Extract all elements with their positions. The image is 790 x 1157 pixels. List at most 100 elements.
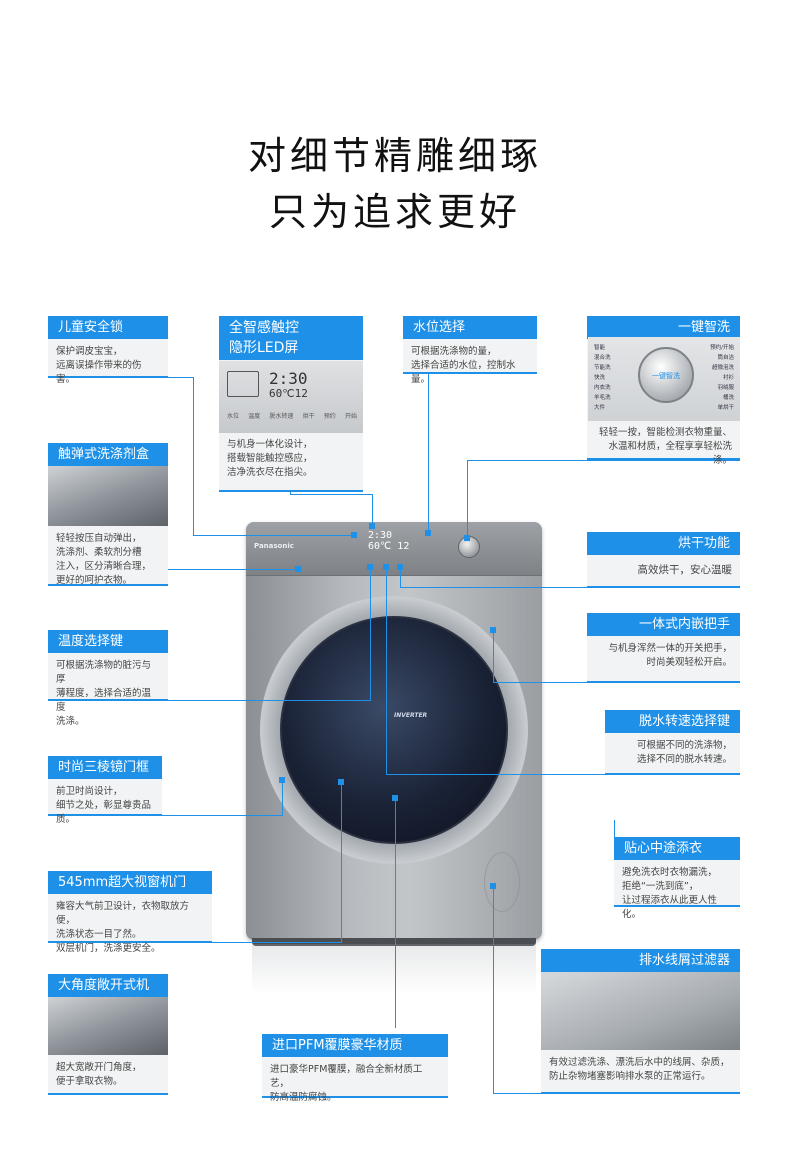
connector-line [400, 567, 401, 588]
connector-dot [369, 523, 375, 529]
connector-line [341, 782, 342, 943]
connector-line [48, 815, 283, 816]
callout-desc: 保护调皮宝宝， 远离误操作带来的伤害。 [56, 346, 142, 385]
led-button-label: 开始 [344, 413, 357, 420]
led-button-label: 烘干 [302, 413, 315, 420]
washer-base [252, 938, 536, 946]
connector-dot [351, 532, 357, 538]
connector-dot [279, 777, 285, 783]
led-button-label: 预约 [323, 413, 336, 420]
callout-title: 排水线屑过滤器 [541, 949, 740, 972]
callout-title: 触弹式洗涤剂盒 [48, 443, 168, 466]
callout-desc: 避免洗衣时衣物漏洗， 拒绝“一洗到底”， 让过程添衣从此更人性化。 [622, 867, 718, 920]
menu-item: 羽绒服 [717, 385, 734, 391]
menu-item: 混合洗 [594, 355, 611, 361]
callout-desc: 高效烘干，安心温暖 [637, 564, 733, 576]
connector-dot [383, 564, 389, 570]
menu-item: 内衣洗 [594, 385, 611, 391]
menu-item: 快洗 [594, 375, 606, 381]
callout-add-clothes: 贴心中途添衣 避免洗衣时衣物漏洗， 拒绝“一洗到底”， 让过程添衣从此更人性化。 [614, 837, 740, 920]
washing-machine-image: Panasonic 2:30 60℃ 12 INVERTER [246, 522, 542, 946]
dial-label: 一键智洗 [652, 372, 680, 380]
callout-pfm: 进口PFM覆膜豪华材质 进口豪华PFM覆膜，融合全新材质工艺， 防高温防腐蚀。 [262, 1034, 448, 1103]
brand-logo: Panasonic [254, 542, 294, 550]
connector-dot [464, 535, 470, 541]
callout-handle: 一体式内嵌把手 与机身浑然一体的开关把手， 时尚美观轻松开启。 [587, 613, 740, 683]
smart-wash-dial-icon: 一键智洗 [638, 347, 694, 403]
callout-title: 烘干功能 [587, 532, 740, 555]
connector-line [386, 567, 387, 775]
connector-line [290, 490, 291, 495]
connector-line [400, 587, 740, 588]
callout-desc: 有效过滤洗涤、漂洗后水中的线屑、杂质， 防止杂物堵塞影响排水泵的正常运行。 [549, 1057, 730, 1082]
callout-title: 温度选择键 [48, 630, 168, 653]
callout-door-frame: 时尚三棱镜门框 前卫时尚设计， 细节之处，彰显尊贵品质。 [48, 756, 162, 825]
connector-line [614, 820, 615, 850]
callout-title: 进口PFM覆膜豪华材质 [262, 1034, 448, 1057]
connector-line [493, 630, 494, 683]
washer-lcd-time: 2:30 [368, 530, 393, 541]
callout-desc: 雍容大气前卫设计，衣物取放方便， 洗涤状态一目了然。 双层机门，洗涤更安全。 [56, 901, 190, 954]
washer-lcd: 2:30 60℃ 12 [368, 530, 409, 552]
connector-dot [425, 530, 431, 536]
program-menu-image: 智能 混合洗 节能洗 快洗 内衣洗 羊毛洗 大件 一键智洗 预约/开始 筒自洁 … [588, 337, 740, 421]
inverter-logo: INVERTER [394, 712, 428, 719]
callout-title: 时尚三棱镜门框 [48, 756, 162, 779]
connector-line [193, 377, 194, 535]
connector-line [395, 798, 396, 1028]
callout-desc: 可根据洗涤物的量， 选择合适的水位，控制水量。 [411, 346, 516, 385]
callout-title: 大角度敞开式机门 [48, 974, 168, 1016]
menu-item: 桶洗 [722, 395, 734, 401]
callout-desc: 与机身一体化设计， 搭载智能触控感应， 洁净洗衣尽在指尖。 [227, 439, 313, 478]
callout-temperature: 温度选择键 可根据洗涤物的脏污与厚 薄程度，选择合适的温度 洗涤。 [48, 630, 168, 727]
connector-line [493, 886, 494, 1094]
menu-item: 筒自洁 [717, 355, 734, 361]
menu-right-list: 预约/开始 筒自洁 超微泡洗 衬衫 羽绒服 桶洗 单烘干 [710, 343, 734, 413]
connector-dot [397, 564, 403, 570]
status-icons [227, 371, 259, 397]
callout-title: 贴心中途添衣 [614, 837, 740, 860]
menu-item: 超微泡洗 [711, 365, 734, 371]
callout-drying: 烘干功能 高效烘干，安心温暖 [587, 532, 740, 588]
connector-line [467, 460, 468, 538]
filter-image [541, 972, 740, 1050]
menu-item: 大件 [594, 405, 606, 411]
led-button-row: 水位 温度 脱水转速 烘干 预约 开始 [227, 411, 357, 420]
connector-line [48, 700, 371, 701]
led-screen-image: 2:30 60℃12 水位 温度 脱水转速 烘干 预约 开始 [219, 361, 363, 433]
callout-filter: 排水线屑过滤器 有效过滤洗涤、漂洗后水中的线屑、杂质， 防止杂物堵塞影响排水泵的… [541, 949, 740, 1094]
control-panel: Panasonic 2:30 60℃ 12 [246, 522, 542, 576]
led-button-label: 温度 [248, 413, 261, 420]
callout-desc: 与机身浑然一体的开关把手， 时尚美观轻松开启。 [608, 643, 732, 668]
menu-item: 智能 [594, 345, 606, 351]
menu-item: 衬衫 [722, 375, 734, 381]
connector-line [386, 774, 740, 775]
callout-desc: 前卫时尚设计， 细节之处，彰显尊贵品质。 [56, 786, 152, 825]
callout-desc: 轻轻按压自动弹出， 洗涤剂、柔软剂分槽 注入，区分清晰合理， 更好的呵护衣物。 [56, 533, 152, 586]
connector-line [193, 535, 354, 536]
callout-child-lock: 儿童安全锁 保护调皮宝宝， 远离误操作带来的伤害。 [48, 316, 168, 385]
callout-desc: 可根据不同的洗涤物， 选择不同的脱水转速。 [636, 740, 732, 765]
callout-title: 一体式内嵌把手 [587, 613, 740, 636]
connector-dot [490, 627, 496, 633]
menu-item: 节能洗 [594, 365, 611, 371]
connector-dot [392, 795, 398, 801]
callout-title: 脱水转速选择键 [605, 710, 740, 733]
open-door-image [48, 997, 168, 1055]
callout-wide-door: 大角度敞开式机门 超大宽敞开门角度， 便于拿取衣物。 [48, 974, 168, 1095]
connector-dot [295, 566, 301, 572]
callout-spin-speed: 脱水转速选择键 可根据不同的洗涤物， 选择不同的脱水转速。 [605, 710, 740, 775]
callout-view-door: 545mm超大视窗机门 雍容大气前卫设计，衣物取放方便， 洗涤状态一目了然。 双… [48, 871, 212, 954]
connector-line [428, 373, 429, 533]
callout-detergent-box: 触弹式洗涤剂盒 轻轻按压自动弹出， 洗涤剂、柔软剂分槽 注入，区分清晰合理， 更… [48, 443, 168, 586]
washer-lcd-temp: 60℃ 12 [368, 541, 410, 552]
connector-line [167, 377, 193, 378]
connector-line [467, 460, 740, 461]
menu-item: 羊毛洗 [594, 395, 611, 401]
connector-dot [367, 564, 373, 570]
led-time: 2:30 [269, 369, 308, 388]
callout-desc: 进口豪华PFM覆膜，融合全新材质工艺， 防高温防腐蚀。 [270, 1064, 423, 1103]
headline-line2: 只为追求更好 [268, 190, 521, 234]
callout-title: 一键智洗 [587, 316, 740, 339]
